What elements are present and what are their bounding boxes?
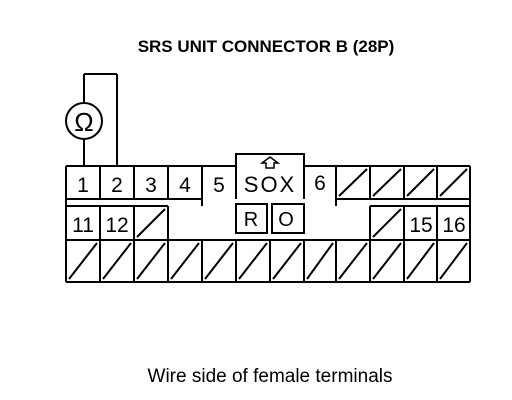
unused-cavity-slash <box>272 242 302 280</box>
sub-box-o: O <box>278 209 294 231</box>
unused-cavity-slash <box>204 242 234 280</box>
unused-cavity-slash <box>68 242 98 280</box>
diagram-title: SRS UNIT CONNECTOR B (28P) <box>138 37 395 56</box>
connector-body <box>65 165 471 283</box>
terminal-2: 2 <box>111 174 123 197</box>
diagram-caption: Wire side of female terminals <box>148 366 393 387</box>
unused-cavity-slash <box>238 242 268 280</box>
terminal-3: 3 <box>145 174 157 197</box>
terminal-12: 12 <box>105 214 128 237</box>
terminal-15: 15 <box>409 214 432 237</box>
unused-cavity-slash <box>406 168 435 197</box>
unused-cavity-slash <box>338 242 368 280</box>
terminal-4: 4 <box>179 174 191 197</box>
unused-cavity-slash <box>439 168 468 197</box>
terminal-16: 16 <box>442 214 465 237</box>
unused-cavity-slash <box>170 242 200 280</box>
terminal-11: 11 <box>72 214 94 237</box>
unused-cavity-slash <box>136 208 166 238</box>
unused-cavity-slash <box>372 208 402 238</box>
ohm-symbol: Ω <box>74 107 93 137</box>
unused-cavity-slash <box>102 242 132 280</box>
terminal-5: 5 <box>213 174 225 197</box>
unused-cavity-slash <box>372 168 402 197</box>
connector-key <box>235 153 305 234</box>
unused-cavity-slash <box>338 168 368 197</box>
key-label: SOX <box>244 172 296 197</box>
unused-cavity-slash <box>406 242 435 280</box>
ohmmeter-icon <box>65 102 103 140</box>
ohmmeter <box>65 73 118 166</box>
unused-cavity-slash <box>372 242 402 280</box>
arrow-up-icon <box>259 156 281 169</box>
unused-cavities <box>68 168 468 280</box>
terminal-6: 6 <box>314 172 326 195</box>
unused-cavity-slash <box>439 242 468 280</box>
unused-cavity-slash <box>136 242 166 280</box>
sub-box-r: R <box>244 209 258 231</box>
unused-cavity-slash <box>306 242 334 280</box>
terminal-1: 1 <box>77 174 89 197</box>
